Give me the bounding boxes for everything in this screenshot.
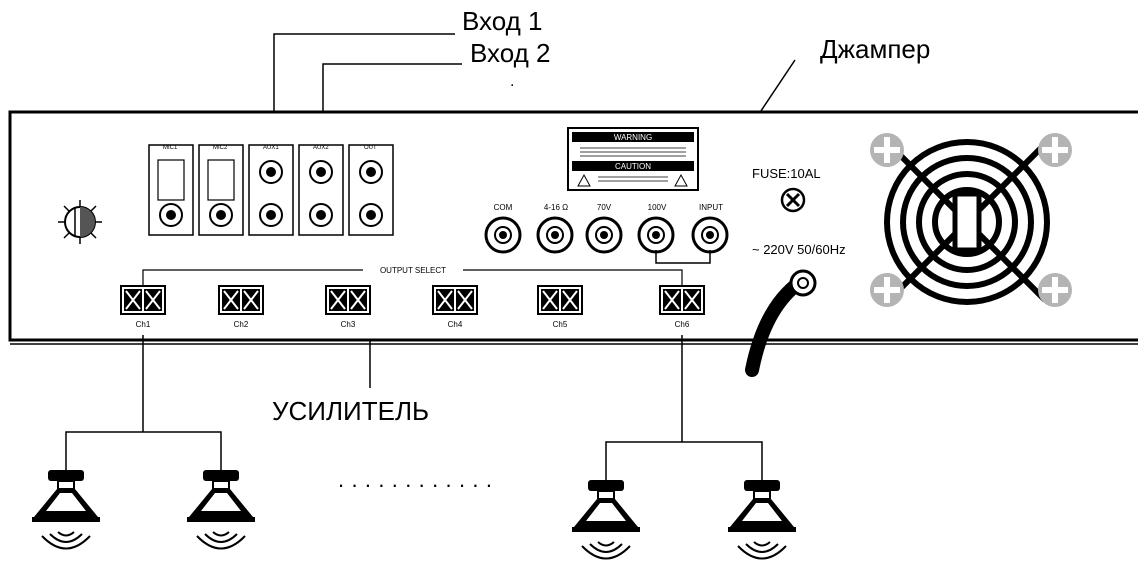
terminal-label-4-16: 4-16 Ω bbox=[544, 203, 568, 212]
terminal-label-input: INPUT bbox=[699, 203, 723, 212]
jack-module-aux2: AUX2 bbox=[298, 144, 344, 236]
input2-label: Вход 2 bbox=[470, 38, 551, 68]
fuse-icon[interactable] bbox=[780, 187, 806, 213]
input1-leader bbox=[273, 33, 455, 143]
fan-grille-icon bbox=[870, 133, 1072, 307]
sound-wave-icon bbox=[196, 531, 246, 550]
jack-label-out: OUT bbox=[364, 145, 377, 151]
fuse-label: FUSE:10AL bbox=[752, 166, 821, 181]
warning-triangle-icon bbox=[577, 173, 591, 187]
jack-module-aux1: AUX1 bbox=[248, 144, 294, 236]
channel-terminal-ch4[interactable]: Ch4 bbox=[432, 285, 478, 329]
jack-label-aux2: AUX2 bbox=[313, 145, 329, 151]
channel-terminal-ch6[interactable]: Ch6 bbox=[659, 285, 705, 329]
jack-module-mic2: MIC2 bbox=[198, 144, 244, 236]
terminal-100v[interactable] bbox=[637, 216, 675, 254]
terminal-label-100v: 100V bbox=[648, 203, 667, 212]
warning-label: WARNING CAUTION bbox=[567, 127, 699, 191]
warning-title: WARNING bbox=[614, 133, 652, 142]
channel-label: Ch5 bbox=[553, 320, 568, 329]
jumper-label: Джампер bbox=[820, 34, 930, 64]
speaker-wiring bbox=[65, 335, 763, 480]
channel-terminal-ch2[interactable]: Ch2 bbox=[218, 285, 264, 329]
screw-icon bbox=[870, 133, 904, 167]
stray-dot: . bbox=[510, 73, 514, 90]
power-label: ~ 220V 50/60Hz bbox=[752, 242, 846, 257]
sound-wave-icon bbox=[737, 541, 787, 560]
jack-label-mic2: MIC2 bbox=[213, 145, 228, 151]
channel-label: Ch1 bbox=[136, 320, 151, 329]
speaker-terminals: COM 4-16 Ω 70V 100V INPUT bbox=[484, 203, 729, 264]
channel-label: Ch4 bbox=[448, 320, 463, 329]
amplifier-label: УСИЛИТЕЛЬ bbox=[272, 396, 429, 426]
speaker-icon bbox=[32, 470, 100, 550]
terminal-label-com: COM bbox=[494, 203, 513, 212]
sound-wave-icon bbox=[581, 541, 631, 560]
input1-label: Вход 1 bbox=[462, 6, 543, 36]
jumper-wire bbox=[655, 250, 711, 264]
speaker-icon bbox=[728, 480, 796, 560]
channel-label: Ch2 bbox=[234, 320, 249, 329]
volume-knob-icon[interactable] bbox=[58, 200, 102, 244]
jack-label-aux1: AUX1 bbox=[263, 145, 279, 151]
jack-label-mic1: MIC1 bbox=[163, 145, 178, 151]
sound-wave-icon bbox=[41, 531, 91, 550]
channel-terminal-ch1[interactable]: Ch1 bbox=[120, 285, 166, 329]
channel-label: Ch3 bbox=[341, 320, 356, 329]
terminal-70v[interactable] bbox=[585, 216, 623, 254]
speaker-icon bbox=[572, 480, 640, 560]
jack-module-out: OUT bbox=[348, 144, 394, 236]
output-select-bracket bbox=[142, 269, 683, 285]
caution-title: CAUTION bbox=[615, 162, 651, 171]
jack-module-mic1: MIC1 bbox=[148, 144, 194, 236]
screw-icon bbox=[1038, 133, 1072, 167]
output-select-label: OUTPUT SELECT bbox=[380, 266, 446, 275]
screw-icon bbox=[1038, 273, 1072, 307]
channel-terminal-ch5[interactable]: Ch5 bbox=[537, 285, 583, 329]
terminal-label-70v: 70V bbox=[597, 203, 612, 212]
power-cord bbox=[745, 269, 817, 377]
screw-icon bbox=[870, 273, 904, 307]
terminal-com[interactable] bbox=[484, 216, 522, 254]
warning-triangle-icon bbox=[674, 173, 688, 187]
speaker-ellipsis: · · · · · · · · · · · · bbox=[337, 472, 492, 497]
terminal-input[interactable] bbox=[691, 216, 729, 254]
channel-terminal-ch3[interactable]: Ch3 bbox=[325, 285, 371, 329]
terminal-4-16[interactable] bbox=[536, 216, 574, 254]
channel-row: Ch1 Ch2 Ch3 Ch4 Ch5 Ch6 bbox=[120, 285, 705, 329]
channel-label: Ch6 bbox=[675, 320, 690, 329]
speaker-icon bbox=[187, 470, 255, 550]
speakers bbox=[32, 470, 796, 560]
